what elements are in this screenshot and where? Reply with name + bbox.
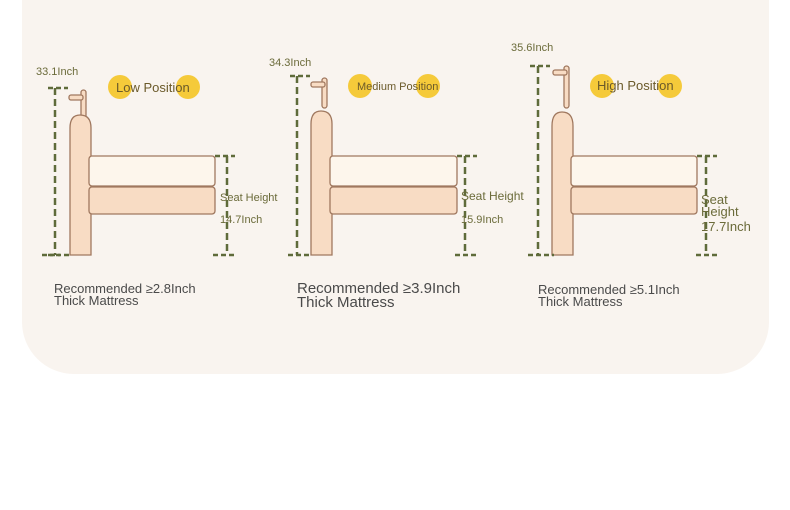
- mattress: [88, 155, 216, 187]
- highlight-dot-left: [108, 75, 132, 99]
- seat-height-label: Seat Height: [461, 189, 524, 203]
- panel-high-position: 35.6Inch High Position Seat Height 17.7I…: [508, 0, 758, 320]
- bed-base: [88, 186, 216, 215]
- bed-base: [329, 186, 458, 215]
- position-label: High Position: [597, 78, 674, 93]
- bed-diagram-low: [42, 75, 235, 257]
- bed-diagram-medium: [288, 74, 477, 257]
- seat-height-label: Seat Height: [220, 192, 278, 204]
- seat-height-value: 15.9Inch: [461, 214, 504, 226]
- seat-height-label-line1: Seat: [701, 192, 728, 207]
- bed-post-hook: [552, 69, 568, 76]
- seat-height-value: 17.7Inch: [701, 219, 751, 234]
- total-height-value: 34.3Inch: [269, 57, 312, 69]
- seat-height-label-line2: Height: [701, 204, 739, 219]
- highlight-dot-right: [176, 75, 200, 99]
- total-height-value: 35.6Inch: [511, 42, 554, 54]
- mattress: [329, 155, 458, 187]
- panel-low-position: 33.1Inch Low Position Seat Height 14.7In…: [30, 0, 280, 320]
- bed-post-hook: [68, 94, 84, 101]
- mattress-recommendation: Recommended ≥2.8Inch Thick Mattress: [54, 281, 196, 308]
- headboard: [69, 114, 92, 256]
- highlight-dot-right: [658, 74, 682, 98]
- highlight-dot-left: [348, 74, 372, 98]
- bed-post: [563, 65, 570, 109]
- position-label: Medium Position: [357, 81, 439, 93]
- panel-medium-position: 34.3Inch Medium Position Seat Height 15.…: [268, 0, 524, 320]
- mattress-recommendation: Recommended ≥5.1Inch Thick Mattress: [538, 282, 680, 309]
- headboard: [310, 110, 333, 256]
- total-height-value: 33.1Inch: [36, 66, 79, 78]
- mattress: [570, 155, 698, 187]
- mattress-recommendation: Recommended ≥3.9Inch Thick Mattress: [297, 280, 461, 311]
- position-label: Low Position: [116, 80, 190, 95]
- highlight-dot-right: [416, 74, 440, 98]
- headboard: [551, 111, 574, 256]
- highlight-dot-left: [590, 74, 614, 98]
- seat-height-value: 14.7Inch: [220, 214, 263, 226]
- bed-base: [570, 186, 698, 215]
- bed-post-hook: [310, 81, 326, 88]
- bed-diagram-high: [528, 64, 717, 257]
